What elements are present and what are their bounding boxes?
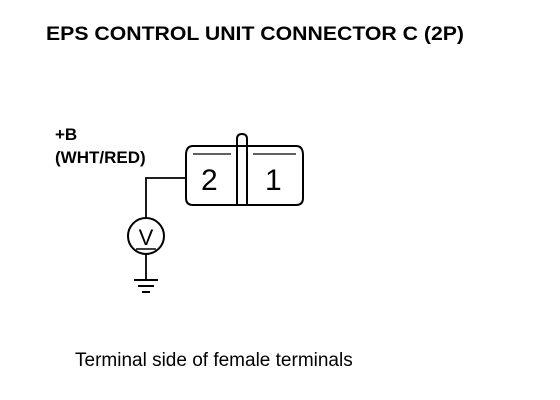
wire-color-label: (WHT/RED) xyxy=(55,148,146,167)
diagram-title: EPS CONTROL UNIT CONNECTOR C (2P) xyxy=(46,24,464,45)
ground-icon xyxy=(134,279,158,293)
probe-wire xyxy=(145,177,186,218)
voltmeter-icon: V xyxy=(127,217,165,255)
connector xyxy=(185,132,304,206)
diagram-caption: Terminal side of female terminals xyxy=(75,350,353,371)
pin-2-label: 2 xyxy=(201,164,218,197)
meter-symbol: V xyxy=(139,225,154,250)
signal-label: +B xyxy=(55,125,77,144)
pin-1-label: 1 xyxy=(265,164,282,197)
